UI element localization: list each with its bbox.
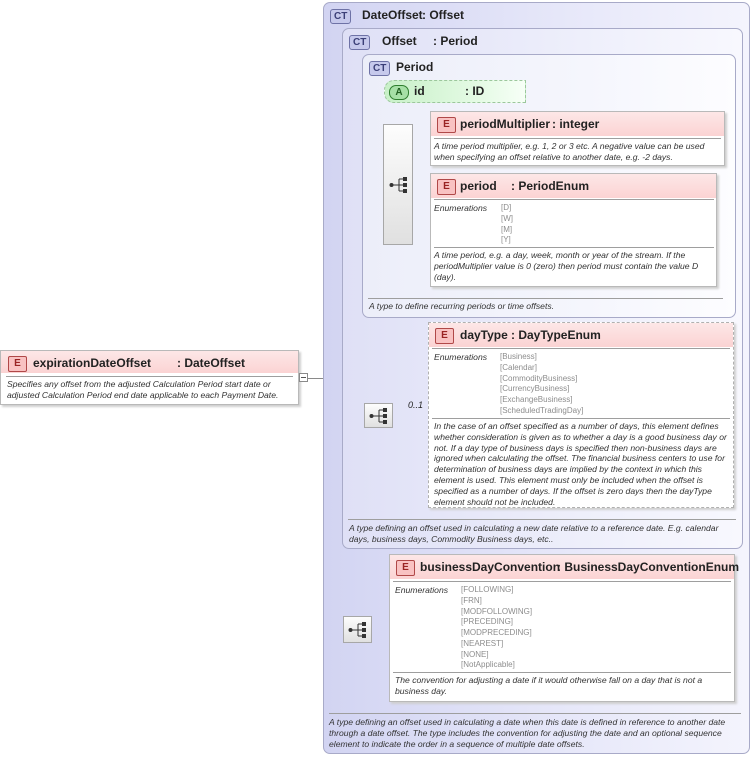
business-day-convention-enum-label: Enumerations — [395, 585, 449, 595]
complex-type-tag: CT — [349, 35, 371, 50]
period-element[interactable]: E period : PeriodEnum Enumerations [D] [… — [430, 173, 717, 287]
business-day-convention-type: : BusinessDayConventionEnum — [557, 560, 740, 574]
connector-root — [299, 378, 323, 379]
period-element-separator-bottom — [434, 247, 714, 248]
business-day-convention-doc: The convention for adjusting a date if i… — [395, 675, 703, 696]
period-separator — [368, 298, 723, 299]
period-element-separator-top — [434, 199, 714, 200]
root-element-header — [1, 351, 298, 373]
element-tag: E — [8, 356, 27, 372]
period-multiplier-header — [431, 112, 724, 136]
day-type-header — [429, 323, 733, 347]
element-tag: E — [437, 179, 456, 195]
enum-value: [ScheduledTradingDay] — [500, 405, 584, 415]
business-day-convention-element[interactable]: E businessDayConvention : BusinessDayCon… — [389, 554, 739, 702]
enum-value: [CurrencyBusiness] — [500, 384, 570, 394]
day-type-cardinality: 0..1 — [408, 400, 424, 410]
enum-value: [Y] — [501, 235, 511, 245]
day-type-sequence[interactable] — [364, 403, 393, 428]
period-multiplier-separator — [434, 138, 721, 139]
enum-value: [W] — [501, 213, 513, 223]
enum-value: [CommodityBusiness] — [500, 373, 578, 383]
day-type-separator-bottom — [432, 418, 730, 419]
period-multiplier-element[interactable]: E periodMultiplier : integer A time peri… — [430, 111, 725, 166]
period-element-header — [431, 174, 716, 198]
period-multiplier-type: : integer — [552, 117, 600, 131]
day-type-separator-top — [432, 348, 730, 349]
root-element-box[interactable]: E expirationDateOffset : DateOffset Spec… — [0, 350, 299, 405]
root-element-separator — [6, 376, 293, 377]
date-offset-type-doc: A type defining an offset used in calcul… — [329, 717, 726, 749]
date-offset-type-name: DateOffset — [362, 8, 423, 22]
attribute-tag: A — [389, 85, 409, 100]
business-day-convention-separator-top — [393, 581, 731, 582]
period-type-doc: A type to define recurring periods or ti… — [369, 301, 555, 311]
root-element-name: expirationDateOffset — [33, 356, 152, 370]
enum-value: [MODPRECEDING] — [461, 628, 532, 637]
business-day-convention-enum-list: [FOLLOWING] [FRN] [MODFOLLOWING] [PRECED… — [461, 585, 532, 671]
business-day-convention-sequence[interactable] — [343, 616, 372, 643]
period-element-name: period — [460, 179, 497, 193]
enum-value: [Business] — [500, 352, 537, 361]
day-type-doc: In the case of an offset specified as a … — [434, 421, 727, 507]
business-day-convention-header — [390, 555, 734, 579]
date-offset-type-base: : Offset — [422, 8, 464, 22]
enum-value: [PRECEDING] — [461, 617, 514, 627]
enum-value: [NotApplicable] — [461, 660, 515, 670]
period-sequence[interactable] — [383, 124, 413, 245]
element-tag: E — [396, 560, 415, 576]
period-multiplier-name: periodMultiplier — [460, 117, 550, 131]
collapse-toggle[interactable] — [299, 373, 308, 382]
complex-type-tag: CT — [330, 9, 352, 24]
sequence-icon — [389, 177, 407, 193]
sequence-icon — [348, 622, 366, 638]
offset-type-doc: A type defining an offset used in calcul… — [349, 523, 719, 544]
period-enum-list: [D] [W] [M] [Y] — [501, 203, 513, 246]
business-day-convention-name: businessDayConvention — [420, 560, 561, 574]
offset-separator — [348, 519, 736, 520]
offset-type-base: : Period — [433, 34, 478, 48]
period-multiplier-doc: A time period multiplier, e.g. 1, 2 or 3… — [434, 141, 705, 162]
enum-value: [Calendar] — [500, 362, 537, 372]
enum-value: [FRN] — [461, 595, 482, 605]
enum-value: [NEAREST] — [461, 638, 504, 648]
element-tag: E — [435, 328, 454, 344]
period-element-type: : PeriodEnum — [511, 179, 590, 193]
day-type-enum-label: Enumerations — [434, 352, 488, 362]
enum-value: [MODFOLLOWING] — [461, 606, 533, 616]
enum-value: [D] — [501, 203, 512, 212]
id-attribute[interactable]: A id : ID — [384, 80, 526, 103]
day-type-element[interactable]: E dayType : DayTypeEnum Enumerations [Bu… — [428, 322, 734, 508]
id-attribute-name: id — [414, 84, 425, 98]
minus-icon — [301, 377, 306, 378]
day-type-name: dayType — [460, 328, 508, 342]
period-enum-label: Enumerations — [434, 203, 488, 213]
element-tag: E — [437, 117, 456, 133]
period-element-doc: A time period, e.g. a day, week, month o… — [434, 250, 699, 282]
id-attribute-type: : ID — [465, 84, 485, 98]
enum-value: [FOLLOWING] — [461, 585, 514, 594]
day-type-enum-list: [Business] [Calendar] [CommodityBusiness… — [500, 352, 583, 417]
date-offset-separator — [329, 713, 741, 714]
enum-value: [NONE] — [461, 649, 489, 659]
sequence-icon — [369, 408, 387, 424]
offset-type-name: Offset — [382, 34, 417, 48]
root-element-doc: Specifies any offset from the adjusted C… — [7, 379, 279, 400]
complex-type-tag: CT — [369, 61, 391, 76]
business-day-convention-separator-bottom — [393, 672, 731, 673]
root-element-type: : DateOffset — [177, 356, 246, 370]
enum-value: [M] — [501, 224, 513, 234]
period-type-name: Period — [396, 60, 434, 74]
enum-value: [ExchangeBusiness] — [500, 395, 573, 404]
day-type-type: : DayTypeEnum — [511, 328, 601, 342]
